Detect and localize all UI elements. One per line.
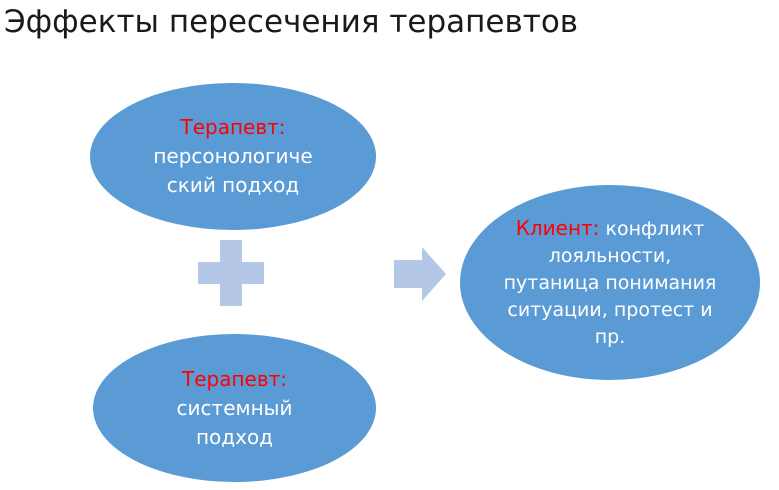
therapist-systemic-label: Терапевт: системный подход — [150, 365, 320, 452]
client-role: Клиент: — [515, 215, 600, 240]
therapist-systemic-text: системный подход — [176, 395, 293, 449]
therapist-systemic-role: Терапевт: — [181, 366, 288, 391]
client-ellipse: Клиент: конфликт лояльности, путаница по… — [460, 185, 760, 380]
therapist-personological-ellipse: Терапевт: персонологиче ский подход — [90, 83, 376, 230]
therapist-personological-label: Терапевт: персонологиче ский подход — [143, 113, 323, 200]
arrow-right-icon — [394, 247, 446, 301]
therapist-personological-role: Терапевт: — [180, 115, 286, 139]
therapist-personological-text: персонологиче ский подход — [153, 144, 313, 197]
page-title: Эффекты пересечения терапевтов — [4, 4, 579, 40]
therapist-systemic-ellipse: Терапевт: системный подход — [93, 334, 376, 482]
plus-icon — [198, 240, 264, 306]
client-text: конфликт лояльности, путаница понимания … — [503, 217, 717, 348]
client-label: Клиент: конфликт лояльности, путаница по… — [499, 215, 721, 351]
